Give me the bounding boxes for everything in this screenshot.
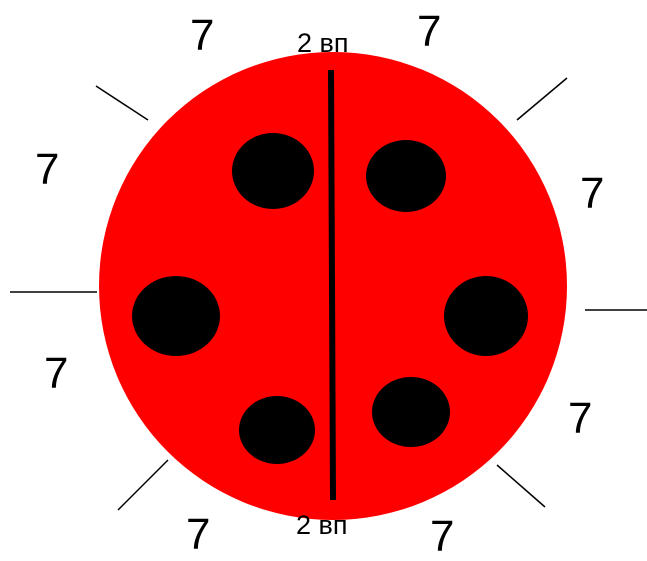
- section-count-bottom-right: 7: [430, 515, 454, 559]
- section-count-top-right: 7: [417, 10, 441, 54]
- center-divider-line: [331, 70, 333, 500]
- tick-line-lower-right: [497, 465, 545, 507]
- spot-left-top: [232, 133, 314, 209]
- spot-right-bottom: [372, 377, 450, 447]
- section-count-bottom-left: 7: [186, 513, 210, 557]
- top-label: 2 вп: [297, 30, 348, 57]
- spot-right-middle: [444, 276, 528, 356]
- section-count-upper-left: 7: [35, 148, 59, 192]
- section-count-upper-right: 7: [580, 172, 604, 216]
- spot-right-top: [366, 140, 446, 212]
- tick-line-upper-left: [96, 86, 148, 120]
- bottom-label: 2 вп: [296, 512, 347, 539]
- section-count-top-left: 7: [190, 14, 214, 58]
- tick-line-lower-left: [118, 460, 168, 510]
- tick-line-upper-right: [517, 78, 567, 120]
- section-count-lower-left: 7: [44, 352, 68, 396]
- spot-left-bottom: [239, 396, 315, 464]
- spot-left-middle: [132, 276, 220, 356]
- section-count-lower-right: 7: [568, 397, 592, 441]
